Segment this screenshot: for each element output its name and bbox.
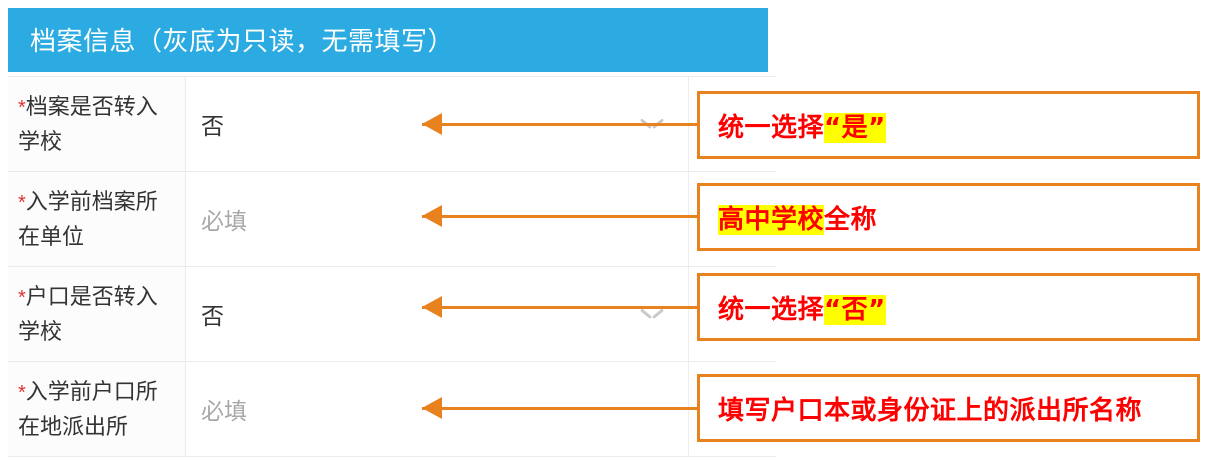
table-row: *户口是否转入学校 否	[8, 267, 776, 362]
row-label-cell: *入学前档案所在单位	[8, 172, 186, 266]
field-placeholder: 必填	[201, 208, 247, 234]
required-asterisk: *	[18, 287, 26, 309]
row-label-cell: *档案是否转入学校	[8, 77, 186, 171]
callout-prefix: 填写户口本或身份证上的派出所名称	[718, 395, 1143, 426]
row-label-text: 入学前户口所在地派出所	[18, 379, 158, 439]
row-tail-cell	[688, 362, 776, 456]
field-pre-enrollment-archive-unit[interactable]: 必填	[187, 172, 687, 266]
field-placeholder: 必填	[201, 398, 247, 424]
table-row: *入学前户口所在地派出所 必填	[8, 362, 776, 457]
row-tail-cell	[688, 267, 776, 361]
field-value: 否	[201, 113, 224, 139]
required-asterisk: *	[18, 97, 26, 119]
required-asterisk: *	[18, 192, 26, 214]
field-value: 否	[201, 303, 224, 329]
callout-highlight: “否”	[824, 294, 886, 325]
row-label-text: 入学前档案所在单位	[18, 189, 158, 249]
row-label-text: 户口是否转入学校	[18, 284, 158, 344]
section-header-bar: 档案信息（灰底为只读，无需填写）	[8, 8, 768, 72]
chevron-down-icon[interactable]	[641, 118, 663, 130]
page-title: 档案信息（灰底为只读，无需填写）	[30, 26, 455, 56]
table-row: *入学前档案所在单位 必填	[8, 172, 776, 267]
callout-text-4: 填写户口本或身份证上的派出所名称	[718, 390, 1142, 427]
field-archive-transfer-to-school[interactable]: 否	[187, 77, 687, 171]
row-label-cell: *入学前户口所在地派出所	[8, 362, 186, 456]
row-tail-cell	[688, 77, 776, 171]
field-pre-enrollment-hukou-police-station[interactable]: 必填	[187, 362, 687, 456]
chevron-down-icon[interactable]	[641, 308, 663, 320]
row-tail-cell	[688, 172, 776, 266]
row-label-cell: *户口是否转入学校	[8, 267, 186, 361]
archive-info-form-panel: 档案信息（灰底为只读，无需填写） *档案是否转入学校 否 *入学前档案所在单位 …	[0, 0, 776, 456]
callout-highlight: “是”	[824, 112, 886, 143]
table-row: *档案是否转入学校 否	[8, 77, 776, 172]
required-asterisk: *	[18, 382, 26, 404]
callout-suffix: 全称	[824, 204, 878, 235]
row-label-text: 档案是否转入学校	[18, 94, 158, 154]
field-hukou-transfer-to-school[interactable]: 否	[187, 267, 687, 361]
form-table: *档案是否转入学校 否 *入学前档案所在单位 必填 *户口是否转入学校	[8, 76, 776, 457]
